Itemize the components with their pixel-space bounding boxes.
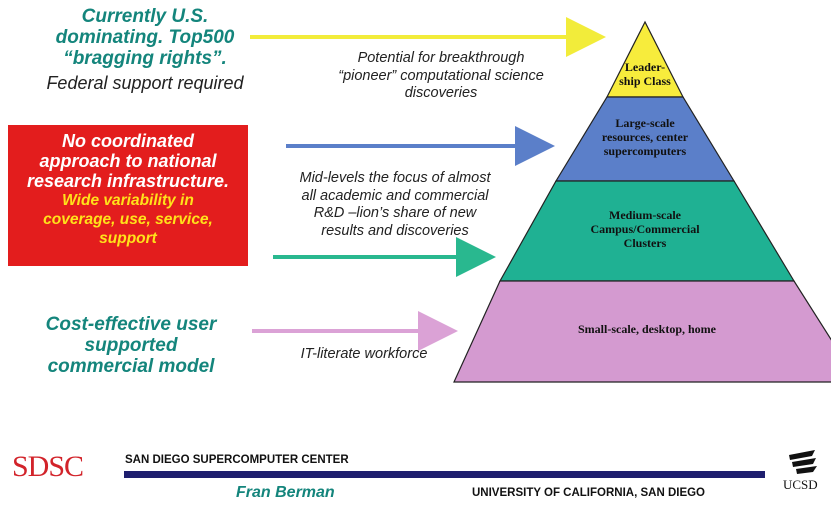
red-box-yellow-1: Wide variability in [62,192,194,209]
footer-person: Fran Berman [236,484,335,501]
note-top-line-1: Potential for breakthrough [357,50,525,66]
tier2-label-line-2: resources, center [601,130,689,144]
red-box-yellow-2: coverage, use, service, [43,211,213,228]
ucsd-wordmark: UCSD [783,477,818,492]
note-bottom: IT-literate workforce [300,346,428,362]
note-mid-line-2: all academic and commercial [301,187,489,204]
left-text-bottom: Cost-effective user supported commercial… [6,314,256,377]
note-mid-line-3: R&D –lion’s share of new [313,205,477,221]
left-top-line-1: Currently U.S. [81,6,209,27]
tier1-label: Leader- ship Class [610,60,680,88]
note-mid: Mid-levels the focus of almost all acade… [270,170,520,240]
left-top-line-2: dominating. Top500 [55,27,235,48]
left-bottom-line-2: supported [84,335,178,356]
note-mid-line-4: results and discoveries [321,222,469,239]
note-mid-line-1: Mid-levels the focus of almost [299,170,491,186]
ucsd-logo-icon [789,450,817,474]
note-top-line-3: discoveries [404,85,478,101]
tier1-label-line-1: Leader- [624,60,666,74]
left-top-line-3: “bragging rights”. [63,48,227,69]
footer-university: UNIVERSITY OF CALIFORNIA, SAN DIEGO [472,487,705,499]
tier2-label-line-1: Large-scale [615,116,675,130]
tier2-label: Large-scale resources, center supercompu… [575,116,715,158]
tier2-label-line-3: supercomputers [603,144,687,158]
left-bottom-line-3: commercial model [47,356,215,377]
note-top: Potential for breakthrough “pioneer” com… [316,50,566,103]
tier3-label-line-3: Clusters [623,236,667,250]
footer-center-name: SAN DIEGO SUPERCOMPUTER CENTER [125,454,349,466]
tier3-label-line-1: Medium-scale [609,208,681,222]
tier-small-scale [453,280,831,383]
left-red-box: No coordinated approach to national rese… [8,125,248,266]
footer-bar [124,471,765,478]
note-top-line-2: “pioneer” computational science [338,67,544,84]
red-box-line-3: research infrastructure. [26,171,230,191]
tier3-label: Medium-scale Campus/Commercial Clusters [565,208,725,250]
left-top-black: Federal support required [46,73,244,93]
left-text-top: Currently U.S. dominating. Top500 “bragg… [20,6,270,69]
tier1-label-line-2: ship Class [619,74,671,88]
sdsc-logo: SDSC [12,450,84,483]
red-box-line-2: approach to national [39,151,217,171]
left-bottom-line-1: Cost-effective user [45,314,217,335]
red-box-yellow-3: support [99,230,157,247]
tier4-label: Small-scale, desktop, home [578,322,716,336]
tier3-label-line-2: Campus/Commercial [590,222,700,236]
red-box-line-1: No coordinated [61,131,194,151]
